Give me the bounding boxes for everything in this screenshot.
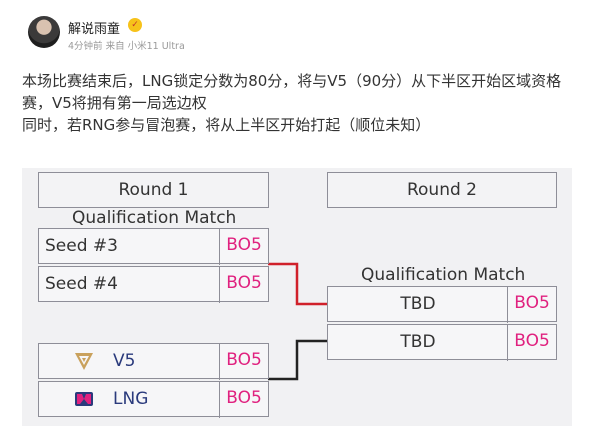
avatar[interactable] [28, 16, 60, 48]
author-name[interactable]: 解说雨童 [68, 22, 121, 37]
bracket-connectors [268, 262, 327, 381]
verified-badge-icon: ✓ [128, 18, 142, 32]
match-format: BO5 [219, 227, 268, 265]
qualification-label-left: Qualification Match [72, 208, 237, 228]
lng-logo-icon [75, 392, 93, 406]
match3-team2: TBD BO5 [327, 323, 557, 361]
match2-team1: V5 BO5 [38, 342, 269, 380]
team-name: Seed #4 [45, 274, 118, 294]
post-header: 解说雨童 ✓ 4分钟前 来自 小米11 Ultra [20, 10, 580, 56]
team-name: V5 [113, 351, 136, 371]
match-format: BO5 [219, 380, 268, 418]
post-line: 赛，V5将拥有第一局选边权 [22, 94, 207, 112]
loser-connector-line [268, 339, 327, 381]
source-prefix: 来自 [105, 41, 125, 52]
match-format: BO5 [219, 342, 268, 380]
post-time: 4分钟前 [68, 41, 103, 52]
round1-header: Round 1 [38, 172, 269, 208]
match-format: BO5 [219, 265, 268, 303]
match1-team2: Seed #4 BO5 [38, 265, 269, 303]
post-body: 本场比赛结束后，LNG锁定分数为80分，将与V5（90分）从下半区开始区域资格 … [22, 70, 582, 136]
team-name: Seed #3 [45, 236, 118, 256]
team-name: TBD [400, 332, 436, 352]
post-meta: 4分钟前 来自 小米11 Ultra [68, 38, 185, 52]
post-line: 本场比赛结束后，LNG锁定分数为80分，将与V5（90分）从下半区开始区域资格 [22, 72, 562, 90]
team-name: TBD [400, 294, 436, 314]
winner-connector-line [268, 262, 327, 306]
team-name: LNG [113, 389, 149, 409]
match2-team2: LNG BO5 [38, 380, 269, 418]
match3-team1: TBD BO5 [327, 285, 557, 323]
match-format: BO5 [507, 323, 556, 361]
bracket-image: Round 1 Round 2 Qualification Match Seed… [22, 168, 572, 426]
round2-header: Round 2 [327, 172, 557, 208]
match-format: BO5 [507, 285, 556, 323]
post-line: 同时，若RNG参与冒泡赛，将从上半区开始打起（顺位未知） [22, 116, 431, 134]
match1-team1: Seed #3 BO5 [38, 227, 269, 265]
device-name[interactable]: 小米11 Ultra [127, 41, 185, 52]
qualification-label-right: Qualification Match [361, 265, 526, 285]
v5-logo-icon [75, 353, 93, 370]
